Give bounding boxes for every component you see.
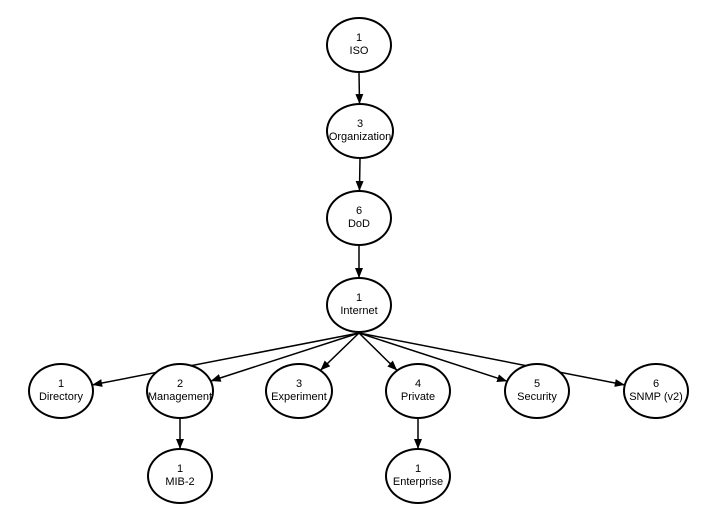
node-experiment-label: Experiment (271, 391, 327, 403)
node-organization-label: Organization (328, 131, 392, 143)
node-mib-2-number: 1 (176, 463, 184, 475)
edge-internet-to-snmpv2 (358, 332, 625, 387)
node-mib-2: 1 MIB-2 (147, 448, 213, 504)
edge-internet-to-management (210, 332, 360, 382)
node-directory: 1 Directory (28, 363, 94, 419)
node-private-number: 4 (414, 378, 422, 390)
node-experiment-number: 3 (295, 378, 303, 390)
node-directory-number: 1 (57, 378, 65, 390)
node-organization: 3 Organization (326, 103, 394, 159)
node-internet: 1 Internet (326, 277, 392, 333)
node-snmp-v2: 6 SNMP (v2) (623, 363, 689, 419)
node-enterprise: 1 Enterprise (385, 448, 451, 504)
node-experiment: 3 Experiment (265, 363, 333, 419)
node-management-label: Management (147, 391, 213, 403)
edge-internet-to-directory (92, 332, 360, 387)
node-dod-number: 6 (355, 205, 363, 217)
node-private-label: Private (400, 391, 436, 403)
node-mib-2-label: MIB-2 (165, 476, 195, 488)
node-security-number: 5 (533, 378, 541, 390)
node-security: 5 Security (504, 363, 570, 419)
node-snmp-v2-number: 6 (652, 378, 660, 390)
node-iso-number: 1 (355, 32, 363, 44)
node-iso-label: ISO (349, 45, 369, 57)
node-snmp-v2-label: SNMP (v2) (629, 391, 683, 403)
node-directory-label: Directory (38, 391, 83, 403)
edge-organization-to-dod (355, 158, 364, 192)
node-iso: 1 ISO (326, 17, 392, 73)
node-organization-number: 3 (356, 118, 364, 130)
node-enterprise-label: Enterprise (392, 476, 444, 488)
node-internet-label: Internet (340, 305, 378, 317)
node-dod-label: DoD (347, 218, 370, 230)
node-internet-number: 1 (355, 292, 363, 304)
edge-internet-to-experiment (320, 332, 360, 371)
node-management: 2 Management (146, 363, 214, 419)
edge-iso-to-organization (355, 72, 364, 105)
edge-internet-to-private (358, 332, 398, 371)
node-private: 4 Private (385, 363, 451, 419)
node-security-label: Security (517, 391, 557, 403)
node-dod: 6 DoD (326, 190, 392, 246)
node-enterprise-number: 1 (414, 463, 422, 475)
node-management-number: 2 (176, 378, 184, 390)
edge-internet-to-security (358, 332, 508, 382)
